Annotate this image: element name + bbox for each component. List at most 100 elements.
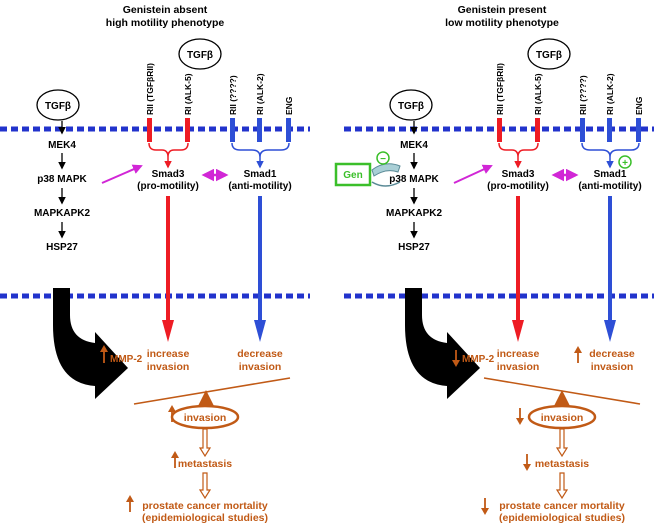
left-receptor-eng (286, 118, 291, 142)
right-mmp2-down-arrowhead (452, 360, 460, 367)
left-hollow-arrow-2 (198, 472, 212, 500)
right-p38-mapk: p38 MAPK (389, 174, 439, 185)
right-receptor-rii-unknown (580, 118, 585, 142)
right-decrease-invasion-2: invasion (591, 361, 634, 373)
right-tgfb-ligand-side (389, 89, 433, 121)
left-hsp27: HSP27 (46, 242, 78, 253)
right-minus-icon (376, 151, 390, 165)
right-invasion: invasion (541, 412, 584, 424)
right-panel: Genistein present low motility phenotype… (334, 4, 654, 524)
right-tgfb-ligand-top (527, 38, 571, 70)
right-minus-symbol: − (380, 154, 386, 165)
left-mortality-2: (epidemiological studies) (142, 512, 268, 524)
left-receptor-rii-tgfbrii (147, 118, 152, 142)
right-mortality-2: (epidemiological studies) (499, 512, 625, 524)
left-arrow-p38-smad3 (101, 164, 143, 184)
left-title-line2: high motility phenotype (106, 17, 225, 29)
right-plus-icon (618, 155, 632, 169)
left-receptor-ri-alk5 (185, 118, 190, 142)
left-balance-fulcrum (198, 390, 214, 406)
right-gen-box (334, 162, 372, 187)
left-smad1-sub: (anti-motility) (228, 181, 291, 192)
right-smad1-sub: (anti-motility) (578, 181, 641, 192)
right-receptor-rii-tgfbrii (497, 118, 502, 142)
right-title-line2: low motility phenotype (445, 17, 559, 29)
right-receptor-ri-alk2 (607, 118, 612, 142)
left-blue-brace (231, 142, 290, 158)
left-tgfb-top-label: TGFβ (187, 50, 213, 61)
left-smad1: Smad1 (244, 169, 277, 180)
left-receptor-rii-unknown (230, 118, 235, 142)
right-increase-invasion-1: increase (497, 348, 540, 360)
left-decrease-invasion-2: invasion (239, 361, 282, 373)
right-blue-brace (581, 142, 640, 158)
left-receptor-label-0: RII (TGFβRII) (145, 63, 155, 115)
right-invasion-down-arrowhead (516, 418, 524, 425)
left-tgfb-side-label: TGFβ (45, 101, 71, 112)
right-mortality-1: prostate cancer mortality (499, 500, 625, 512)
left-mapkapk2: MAPKAPK2 (34, 208, 91, 219)
left-mortality-up-arrowhead (126, 495, 134, 502)
right-mortality-down-arrowhead (481, 508, 489, 515)
right-receptor-label-0: RII (TGFβRII) (495, 63, 505, 115)
right-invasion-oval (527, 404, 597, 430)
right-gen-inhibition-arrow (371, 163, 401, 177)
left-smad3: Smad3 (152, 169, 185, 180)
right-mmp2: MMP-2 (462, 354, 495, 365)
right-gen-label: Gen (343, 170, 362, 181)
left-increase-invasion-2: invasion (147, 361, 190, 373)
left-tgfb-ligand-top (178, 38, 222, 70)
left-mek4: MEK4 (48, 140, 76, 151)
right-hsp27-curved-arrow (405, 288, 480, 399)
left-red-brace (148, 142, 189, 158)
left-increase-invasion-1: increase (147, 348, 190, 360)
left-invasion: invasion (184, 412, 227, 424)
right-mek4: MEK4 (400, 140, 428, 151)
left-mmp2: MMP-2 (110, 354, 143, 365)
left-balance-beam (133, 377, 291, 405)
left-receptor-label-2: RII (????) (228, 75, 238, 115)
right-balance-fulcrum (554, 390, 570, 406)
right-blue-arrowhead (604, 320, 616, 342)
left-receptor-label-4: ENG (284, 96, 294, 115)
right-gen-arc (371, 181, 401, 187)
right-metastasis-down-arrowhead (523, 464, 531, 471)
left-invasion-up-arrowhead (168, 405, 176, 412)
left-mortality-1: prostate cancer mortality (142, 500, 268, 512)
right-metastasis: metastasis (535, 458, 589, 470)
left-tgfb-ligand-side (36, 89, 80, 121)
right-hsp27: HSP27 (398, 242, 430, 253)
left-blue-arrowhead (254, 320, 266, 342)
right-hollow-arrow-1 (555, 428, 569, 458)
left-receptor-label-3: RI (ALK-2) (255, 73, 265, 115)
left-smad3-sub: (pro-motility) (137, 181, 199, 192)
right-receptor-label-4: ENG (634, 96, 644, 115)
right-decrease-up-arrowhead (574, 346, 582, 353)
left-metastasis-up-arrowhead (171, 451, 179, 458)
left-decrease-invasion-1: decrease (237, 348, 283, 360)
left-p38-mapk: p38 MAPK (37, 174, 87, 185)
right-hollow-arrow-2 (555, 472, 569, 500)
left-red-arrowhead (162, 320, 174, 342)
left-title-line1: Genistein absent (123, 4, 208, 16)
right-mapkapk2: MAPKAPK2 (386, 208, 443, 219)
right-decrease-invasion-1: decrease (589, 348, 635, 360)
right-receptor-eng (636, 118, 641, 142)
right-red-arrowhead (512, 320, 524, 342)
left-mmp2-up-arrowhead (100, 345, 108, 352)
right-plus-symbol: + (622, 158, 628, 169)
right-receptor-label-3: RI (ALK-2) (605, 73, 615, 115)
left-hsp27-curved-arrow (53, 288, 128, 399)
right-smad1: Smad1 (594, 169, 627, 180)
right-smad3: Smad3 (502, 169, 535, 180)
right-tgfb-top-label: TGFβ (536, 50, 562, 61)
right-increase-invasion-2: invasion (497, 361, 540, 373)
right-receptor-ri-alk5 (535, 118, 540, 142)
right-arrow-p38-smad3 (453, 164, 493, 184)
right-receptor-label-1: RI (ALK-5) (533, 73, 543, 115)
left-receptor-label-1: RI (ALK-5) (183, 73, 193, 115)
left-hollow-arrow-1 (198, 428, 212, 458)
right-title-line1: Genistein present (458, 4, 547, 16)
left-metastasis: metastasis (178, 458, 232, 470)
